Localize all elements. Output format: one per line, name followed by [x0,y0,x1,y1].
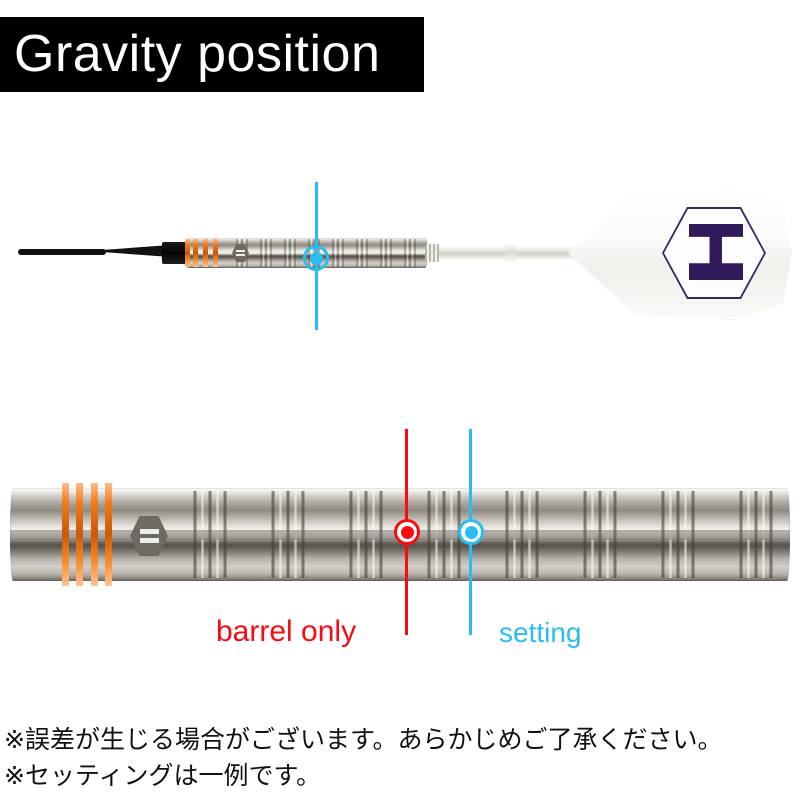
orange-ring [105,483,112,586]
label-barrel-only: barrel only [216,615,357,648]
shaft-thread-ridge [425,244,439,262]
gravity-point-setting-top [303,245,329,271]
orange-ring [91,483,98,586]
gravity-point-barrel-only [394,519,420,545]
full-dart-assembly [0,160,800,340]
shaft-joint [505,243,517,262]
gravity-point-setting [458,519,484,545]
footnote-line-2: ※セッティングは一例です。 [4,761,321,790]
label-setting: setting [499,617,582,648]
top-barrel-orange-rings [183,239,229,267]
dart-tip [18,245,170,258]
dart-tip-cone [88,245,170,257]
orange-ring [203,239,208,267]
dart-flight [568,186,792,320]
orange-ring [193,239,198,267]
page-title: Gravity position [14,25,381,83]
dart-tip-needle [18,249,106,255]
orange-ring [185,239,190,267]
dart-tip-collar [162,242,188,264]
closeup-hex-logo-icon [130,516,168,556]
dart-shaft [425,246,577,260]
footnote-line-1: ※誤差が生じる場合がございます。あらかじめご了承ください。 [4,725,723,754]
barrel-hex-logo-icon [232,244,249,262]
closeup-orange-rings [60,483,118,586]
title-banner: Gravity position [0,17,424,92]
footnotes: ※誤差が生じる場合がございます。あらかじめご了承ください。 ※セッティングは一例… [4,722,796,794]
orange-ring [76,483,83,586]
orange-ring [62,483,69,586]
orange-ring [213,239,218,267]
flight-hex-logo-icon [662,207,766,299]
